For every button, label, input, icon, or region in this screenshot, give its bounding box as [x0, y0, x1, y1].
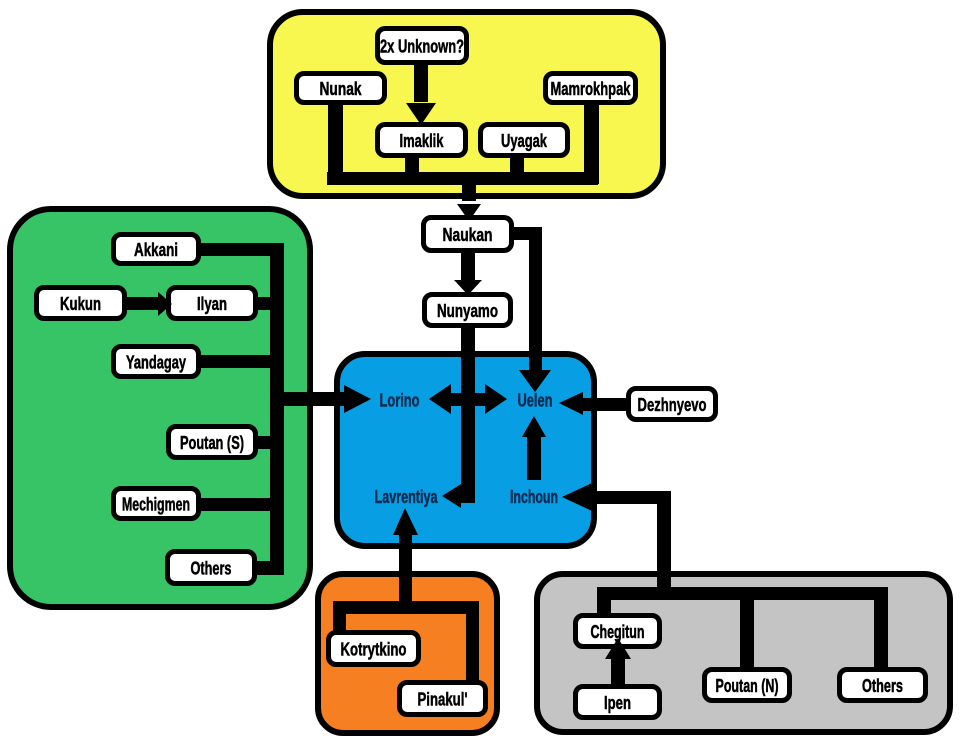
svg-text:Poutan (N): Poutan (N): [716, 676, 779, 696]
svg-text:Uelen: Uelen: [518, 391, 553, 411]
svg-text:Lavrentiya: Lavrentiya: [375, 487, 439, 507]
svg-text:Kukun: Kukun: [60, 294, 101, 314]
svg-text:Kotrytkino: Kotrytkino: [341, 640, 407, 660]
svg-text:Lorino: Lorino: [380, 391, 420, 411]
svg-text:Others: Others: [191, 559, 232, 579]
svg-text:Naukan: Naukan: [443, 225, 493, 245]
svg-text:Inchoun: Inchoun: [510, 487, 558, 507]
svg-text:Nunyamo: Nunyamo: [437, 301, 498, 321]
svg-text:Ipen: Ipen: [604, 693, 631, 713]
svg-text:Mechigmen: Mechigmen: [122, 495, 190, 515]
svg-text:Uyagak: Uyagak: [501, 131, 548, 151]
svg-text:Mamrokhpak: Mamrokhpak: [551, 79, 632, 99]
svg-text:Imaklik: Imaklik: [400, 131, 445, 151]
svg-text:Others: Others: [862, 676, 903, 696]
svg-text:Yandagay: Yandagay: [126, 353, 186, 373]
svg-text:Ilyan: Ilyan: [197, 294, 227, 314]
svg-text:Pinakul': Pinakul': [418, 690, 468, 710]
svg-text:Dezhnyevo: Dezhnyevo: [638, 395, 707, 415]
svg-text:Chegitun: Chegitun: [591, 622, 645, 642]
svg-text:Akkani: Akkani: [134, 240, 178, 260]
svg-text:2x Unknown?: 2x Unknown?: [380, 37, 464, 57]
svg-text:Nunak: Nunak: [320, 79, 363, 99]
svg-text:Poutan (S): Poutan (S): [180, 433, 244, 453]
